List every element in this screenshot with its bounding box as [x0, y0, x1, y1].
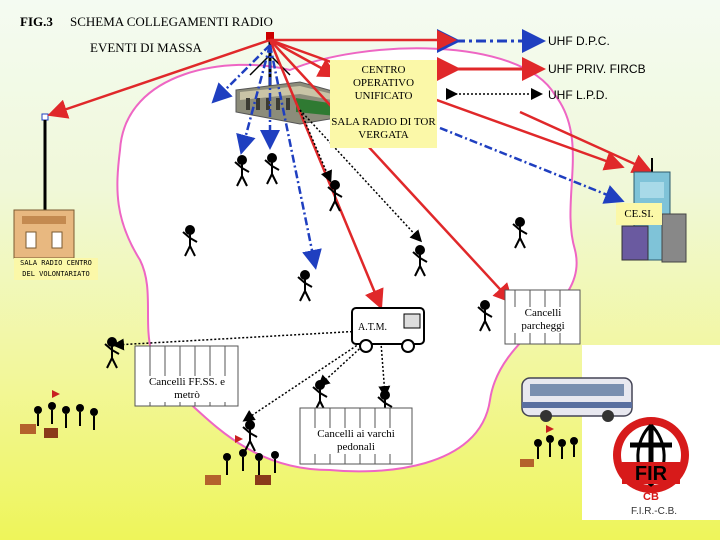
volunteer-antenna-icon — [41, 113, 49, 212]
radio-operator-icon — [234, 155, 250, 187]
legend-label-fircb: UHF PRIV. FIRCB — [548, 62, 646, 76]
radio-operator-icon — [412, 245, 428, 277]
radio-operator-icon — [477, 300, 493, 332]
stadium-icon — [235, 81, 337, 125]
legend-label-dpc: UHF D.P.C. — [548, 34, 610, 48]
fir-cb-logo-icon — [613, 417, 689, 493]
radio-operator-icon — [182, 225, 198, 257]
bus-icon — [521, 377, 633, 422]
diagram-title: SCHEMA COLLEGAMENTI RADIO — [70, 14, 273, 29]
radio-operator-icon — [327, 180, 343, 212]
crowd-icon — [205, 435, 279, 485]
radio-operator-icon — [264, 153, 280, 185]
crowd-icon — [20, 390, 98, 438]
figure-number: FIG.3 — [20, 14, 53, 29]
radio-operator-icon — [512, 217, 528, 249]
volunteer-building-icon — [13, 209, 75, 259]
logo-text: FIR — [635, 463, 668, 485]
crowd-icon — [520, 425, 578, 467]
radio-operator-icon — [104, 337, 120, 369]
radio-operator-icon — [297, 270, 313, 302]
atm-van-icon — [351, 307, 425, 353]
logo-caption: F.I.R.-C.B. — [630, 506, 678, 517]
centro-operativo-label: CENTRO OPERATIVO UNIFICATO — [330, 60, 437, 114]
cancelli-ffss-label: Cancelli FF.SS. e metrò — [137, 376, 237, 402]
atm-van-label: A.T.M. — [358, 322, 387, 333]
radio-operator-icon — [242, 420, 258, 452]
cancelli-varchi-label: Cancelli ai varchi pedonali — [302, 428, 410, 454]
diagram-subtitle: EVENTI DI MASSA — [90, 40, 202, 55]
dpc-links — [211, 44, 625, 270]
cancelli-parcheggi-label: Cancelli parcheggi — [510, 307, 576, 333]
legend-label-lpd: UHF L.P.D. — [548, 88, 608, 102]
ces-label: CE.SI. — [616, 203, 662, 225]
sala-volontariato-label: SALA RADIO CENTRO DEL VOLONTARIATO — [14, 258, 98, 280]
sala-tor-vergata-label: SALA RADIO DI TOR VERGATA — [330, 114, 437, 148]
logo-sub: CB — [643, 491, 659, 503]
